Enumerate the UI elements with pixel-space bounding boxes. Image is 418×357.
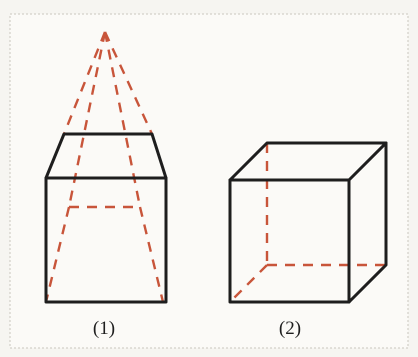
fig2-right-face <box>347 141 388 304</box>
figure-1-solid <box>44 31 168 304</box>
fig2-dashed-bottom-diagonal <box>229 264 268 303</box>
fig1-box-outline <box>44 176 168 304</box>
fig1-dashed-inner-left <box>44 206 71 303</box>
figure-1-label: (1) <box>93 318 115 339</box>
fig1-frustum-outline <box>44 132 168 180</box>
fig1-dashed-apex-outer-left <box>62 31 107 135</box>
figure-2-cube <box>228 141 388 304</box>
fig2-front-face <box>228 178 351 304</box>
fig1-dashed-inner-right <box>138 206 165 303</box>
fig1-dashed-apex-outer-right <box>103 31 154 135</box>
fig2-top-face <box>228 141 388 182</box>
figure-2-label: (2) <box>279 318 301 339</box>
